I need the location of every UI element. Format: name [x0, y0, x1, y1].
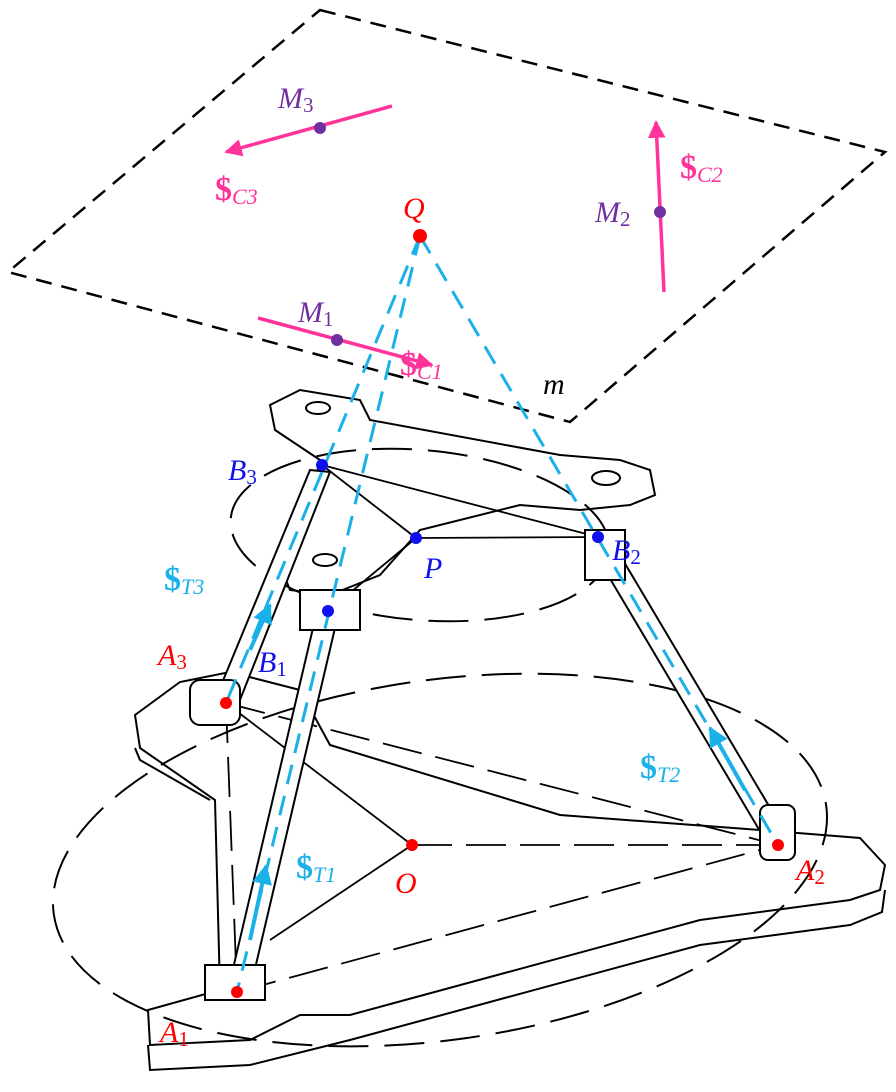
label-T3: $T3	[164, 561, 204, 599]
plane-m	[5, 8, 888, 424]
point-M1	[331, 334, 343, 346]
label-M2: M2	[594, 196, 631, 231]
point-A3	[220, 697, 232, 709]
label-P: P	[423, 552, 442, 585]
label-T1: $T1	[296, 849, 336, 887]
label-B1: B1	[258, 646, 287, 681]
base-lines	[225, 702, 779, 993]
joint-b2	[584, 529, 626, 581]
joint-a2	[759, 804, 796, 861]
label-m: m	[543, 368, 565, 401]
joint-a3	[189, 679, 241, 726]
label-C2: $C2	[680, 149, 723, 187]
C-screw-arrows	[224, 104, 666, 370]
label-A3: A3	[156, 639, 187, 674]
C1-arrow	[257, 316, 434, 370]
point-B2	[592, 531, 604, 543]
point-A1	[231, 986, 243, 998]
point-M2	[654, 206, 666, 218]
T3-arrow	[248, 603, 272, 651]
label-C3: $C3	[215, 171, 258, 209]
point-Q	[413, 229, 427, 243]
base-dashed-circle	[51, 672, 829, 1048]
point-A2	[772, 839, 784, 851]
label-A2: A2	[794, 854, 825, 889]
label-T2: $T2	[640, 749, 680, 787]
T1-arrow	[248, 864, 272, 941]
C3-arrow	[224, 104, 393, 157]
label-M1: M1	[297, 296, 334, 331]
label-C1: $C1	[400, 346, 443, 384]
point-M3	[314, 122, 326, 134]
point-B1	[322, 605, 334, 617]
point-P	[410, 532, 422, 544]
T2-arrow	[708, 726, 747, 791]
label-Q: Q	[403, 192, 425, 225]
label-B2: B2	[612, 534, 641, 569]
point-B3	[316, 459, 328, 471]
label-B3: B3	[228, 454, 257, 489]
label-A1: A1	[158, 1016, 189, 1051]
label-M3: M3	[277, 82, 314, 117]
T-screw-arrows	[248, 603, 747, 941]
label-O: O	[395, 867, 417, 900]
point-O	[406, 839, 418, 851]
